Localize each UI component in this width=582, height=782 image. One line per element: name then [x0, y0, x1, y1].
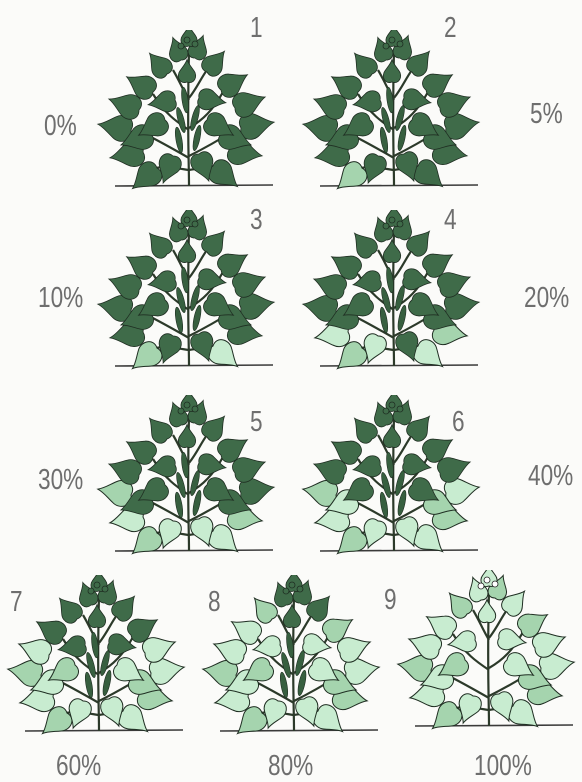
plant-4 [300, 210, 490, 370]
plant-6-number: 6 [452, 408, 465, 437]
flower-bud [184, 402, 190, 408]
plant-2-number: 2 [444, 14, 457, 43]
plant-7 [5, 575, 195, 735]
flower-bud [184, 217, 190, 223]
flower-bud [192, 221, 198, 227]
plant-9-number: 9 [384, 586, 397, 615]
plant-9-percent: 100% [474, 752, 532, 781]
flower-bud [383, 223, 389, 229]
plant-2 [300, 30, 490, 190]
flower-bud [389, 402, 395, 408]
flower-bud [297, 586, 303, 592]
plant-3-number: 3 [250, 206, 263, 235]
plant-4-number: 4 [444, 206, 457, 235]
plant-5-number: 5 [250, 408, 263, 437]
flower-bud [397, 41, 403, 47]
flower-bud [484, 577, 490, 583]
healthy-leaf [383, 240, 400, 263]
plant-3-percent: 10% [38, 284, 83, 313]
flower-bud [192, 41, 198, 47]
flower-bud [389, 37, 395, 43]
plant-4-percent: 20% [524, 284, 569, 313]
healthy-leaf [178, 240, 195, 263]
flower-bud [192, 406, 198, 412]
flower-bud [184, 37, 190, 43]
flower-bud [383, 408, 389, 414]
flower-bud [383, 43, 389, 49]
healthy-leaf [178, 425, 195, 448]
healthy-leaf [178, 60, 195, 83]
plant-8-percent: 80% [268, 752, 313, 781]
plant-8-number: 8 [208, 588, 221, 617]
flower-bud [492, 581, 498, 587]
plant-7-number: 7 [10, 588, 23, 617]
flower-bud [178, 43, 184, 49]
plant-6-percent: 40% [528, 462, 573, 491]
healthy-leaf [283, 605, 300, 628]
healthy-leaf [383, 425, 400, 448]
plant-9 [395, 570, 582, 730]
plant-5-percent: 30% [38, 466, 83, 495]
flower-bud [397, 406, 403, 412]
flower-bud [102, 586, 108, 592]
flower-bud [289, 582, 295, 588]
defoliated-leaf [478, 600, 495, 623]
flower-bud [94, 582, 100, 588]
plant-1-percent: 0% [44, 112, 77, 141]
healthy-leaf [88, 605, 105, 628]
flower-bud [178, 223, 184, 229]
plant-8 [200, 575, 390, 735]
flower-bud [389, 217, 395, 223]
flower-bud [478, 583, 484, 589]
flower-bud [178, 408, 184, 414]
plant-1-number: 1 [250, 14, 263, 43]
flower-bud [283, 588, 289, 594]
plant-7-percent: 60% [56, 752, 101, 781]
flower-bud [88, 588, 94, 594]
flower-bud [397, 221, 403, 227]
plant-2-percent: 5% [530, 100, 563, 129]
plant-1 [95, 30, 285, 190]
healthy-leaf [383, 60, 400, 83]
